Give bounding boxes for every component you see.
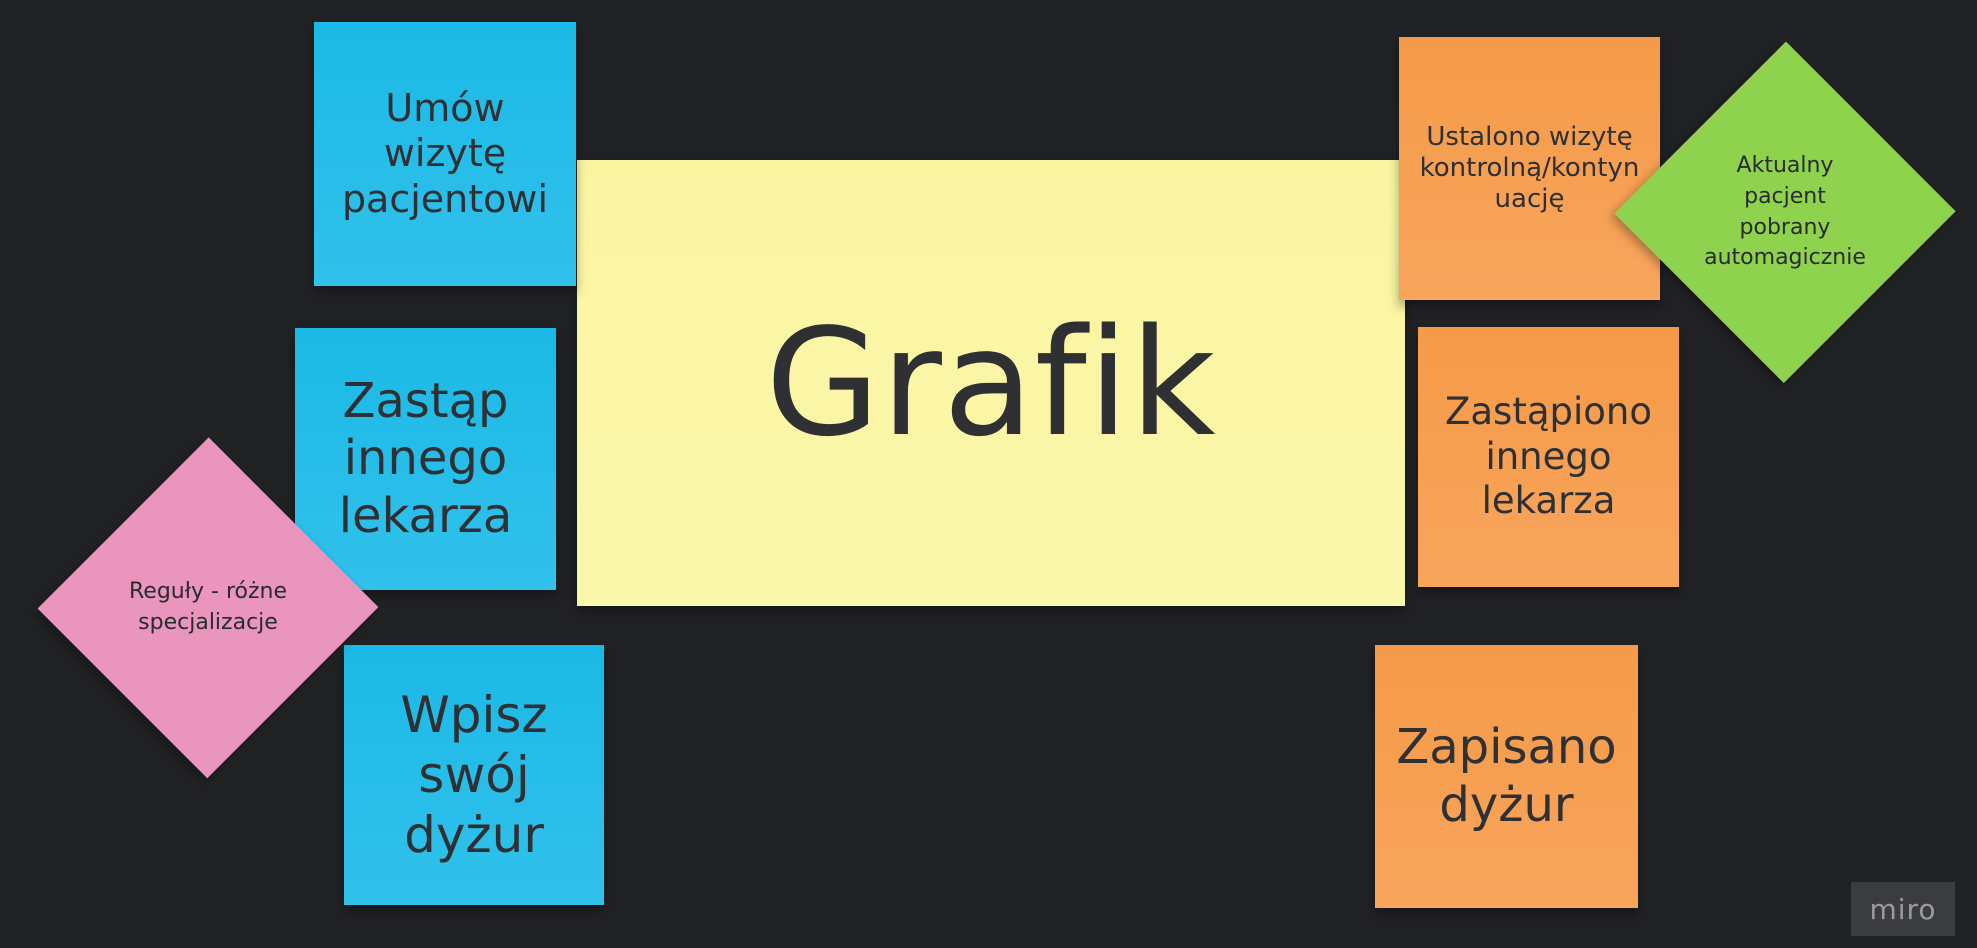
- miro-logo: miro: [1851, 882, 1955, 936]
- sticky-note-shift-saved-text: Zapisano dyżur: [1396, 718, 1617, 833]
- sticky-note-doctor-replaced-text: Zastąpiono innego lekarza: [1445, 390, 1652, 523]
- sticky-note-shift-saved[interactable]: Zapisano dyżur: [1375, 645, 1638, 908]
- center-sticky-note-grafik[interactable]: Grafik: [577, 160, 1405, 606]
- sticky-note-followup-scheduled-text: Ustalono wizytę kontrolną/kontynuację: [1419, 121, 1640, 215]
- sticky-note-enter-shift[interactable]: Wpisz swój dyżur: [344, 645, 604, 905]
- sticky-note-book-visit[interactable]: Umów wizytę pacjentowi: [314, 22, 576, 286]
- rule-diamond-specializations[interactable]: Reguły - różne specjalizacje: [38, 437, 378, 779]
- rule-diamond-auto-patient[interactable]: Aktualny pacjent pobrany automagicznie: [1615, 41, 1955, 384]
- rule-diamond-specializations-text: Reguły - różne specjalizacje: [129, 579, 287, 635]
- center-sticky-note-text: Grafik: [765, 297, 1217, 469]
- sticky-note-enter-shift-text: Wpisz swój dyżur: [400, 686, 548, 864]
- miro-logo-text: miro: [1869, 892, 1937, 926]
- sticky-note-book-visit-text: Umów wizytę pacjentowi: [341, 85, 549, 221]
- rule-diamond-auto-patient-text: Aktualny pacjent pobrany automagicznie: [1704, 152, 1866, 271]
